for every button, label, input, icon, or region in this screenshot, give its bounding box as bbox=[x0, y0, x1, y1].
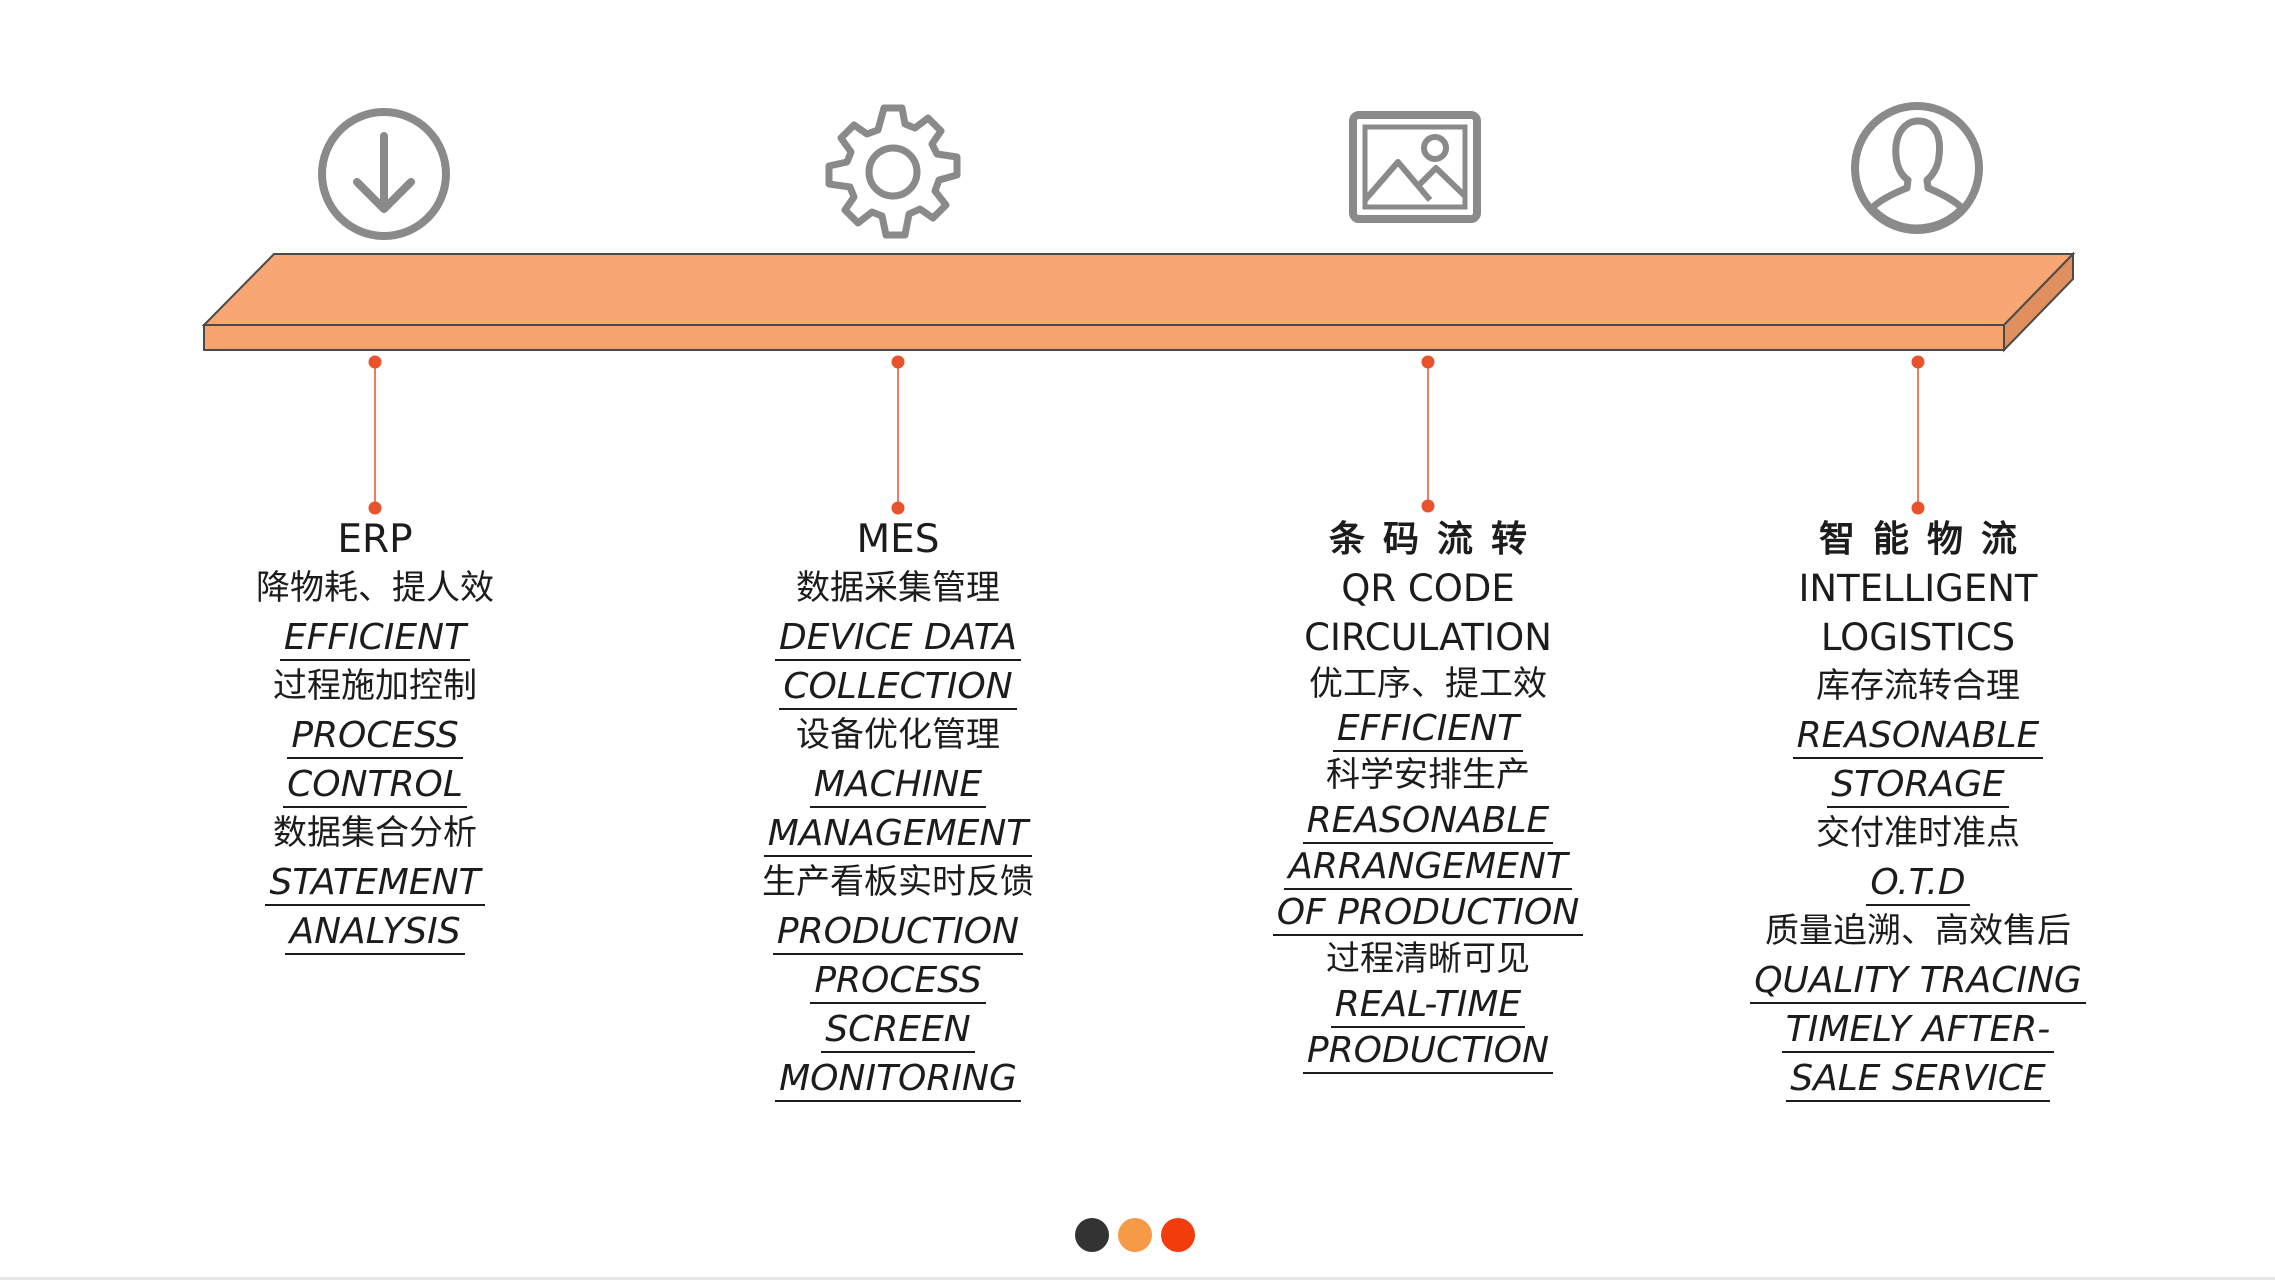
column-line: QR CODE bbox=[1341, 567, 1515, 610]
column-line: PROCESS bbox=[175, 711, 575, 760]
column-line: COLLECTION bbox=[698, 662, 1098, 711]
column-line: 优工序、提工效 bbox=[1309, 664, 1547, 704]
column-line: SCREEN bbox=[698, 1005, 1098, 1054]
column-line: 生产看板实时反馈 bbox=[762, 862, 1034, 902]
column-line: 设备优化管理 bbox=[796, 715, 1000, 755]
column-line: STATEMENT bbox=[175, 858, 575, 907]
column-line: 过程清晰可见 bbox=[1326, 939, 1530, 979]
connector-2 bbox=[891, 355, 905, 515]
column-intelligent-logistics: 智能物流 INTELLIGENT LOGISTICS 库存流转合理 REASON… bbox=[1718, 515, 2118, 1103]
column-line: 过程施加控制 bbox=[273, 666, 477, 706]
download-circle-icon bbox=[318, 108, 450, 240]
bottom-divider bbox=[0, 1277, 2275, 1280]
column-line: REAL-TIME bbox=[1228, 982, 1628, 1028]
column-line: EFFICIENT bbox=[175, 613, 575, 662]
column-line: INTELLIGENT bbox=[1798, 567, 2038, 610]
column-line: SALE SERVICE bbox=[1718, 1054, 2118, 1103]
column-title: 智能物流 bbox=[1818, 519, 2035, 560]
pagination-dot-red[interactable] bbox=[1161, 1218, 1195, 1252]
bar-front-face bbox=[203, 324, 2005, 351]
column-line: STORAGE bbox=[1718, 760, 2118, 809]
column-line: ANALYSIS bbox=[175, 907, 575, 956]
column-line: DEVICE DATA bbox=[698, 613, 1098, 662]
column-line: MANAGEMENT bbox=[698, 809, 1098, 858]
column-line: QUALITY TRACING bbox=[1718, 956, 2118, 1005]
column-line: PRODUCTION bbox=[698, 907, 1098, 956]
column-line: REASONABLE bbox=[1718, 711, 2118, 760]
column-line: 数据采集管理 bbox=[796, 568, 1000, 608]
column-mes: MES 数据采集管理 DEVICE DATA COLLECTION 设备优化管理… bbox=[698, 515, 1098, 1103]
column-title: 条码流转 bbox=[1328, 519, 1545, 560]
column-line: CIRCULATION bbox=[1304, 616, 1552, 659]
column-line: 质量追溯、高效售后 bbox=[1765, 911, 2071, 951]
column-line: 科学安排生产 bbox=[1326, 755, 1530, 795]
connector-4 bbox=[1911, 355, 1925, 515]
pagination-dots bbox=[1075, 1218, 1195, 1252]
column-line: 库存流转合理 bbox=[1816, 666, 2020, 706]
column-line: 数据集合分析 bbox=[273, 813, 477, 853]
column-line: PRODUCTION bbox=[1228, 1028, 1628, 1074]
column-line: PROCESS bbox=[698, 956, 1098, 1005]
pagination-dot-orange[interactable] bbox=[1118, 1218, 1152, 1252]
column-line: MONITORING bbox=[698, 1054, 1098, 1103]
connector-3 bbox=[1421, 355, 1435, 513]
pagination-dot-dark[interactable] bbox=[1075, 1218, 1109, 1252]
user-profile-icon bbox=[1851, 102, 1983, 234]
column-erp: ERP 降物耗、提人效 EFFICIENT 过程施加控制 PROCESS CON… bbox=[175, 515, 575, 956]
column-title: MES bbox=[856, 517, 940, 562]
image-icon bbox=[1349, 111, 1481, 223]
column-title: ERP bbox=[337, 517, 413, 562]
column-line: OF PRODUCTION bbox=[1228, 890, 1628, 936]
bar-top-face bbox=[201, 253, 2076, 326]
column-line: REASONABLE bbox=[1228, 798, 1628, 844]
column-line: CONTROL bbox=[175, 760, 575, 809]
column-line: 降物耗、提人效 bbox=[256, 568, 494, 608]
timeline-bar bbox=[201, 251, 2076, 515]
column-line: LOGISTICS bbox=[1820, 616, 2016, 659]
connector-1 bbox=[368, 355, 382, 515]
column-qr-code: 条码流转 QR CODE CIRCULATION 优工序、提工效 EFFICIE… bbox=[1228, 515, 1628, 1074]
column-line: O.T.D bbox=[1718, 858, 2118, 907]
column-line: TIMELY AFTER- bbox=[1718, 1005, 2118, 1054]
column-line: 交付准时准点 bbox=[1816, 813, 2020, 853]
gear-icon bbox=[825, 104, 961, 239]
column-line: ARRANGEMENT bbox=[1228, 844, 1628, 890]
column-line: MACHINE bbox=[698, 760, 1098, 809]
column-line: EFFICIENT bbox=[1228, 706, 1628, 752]
